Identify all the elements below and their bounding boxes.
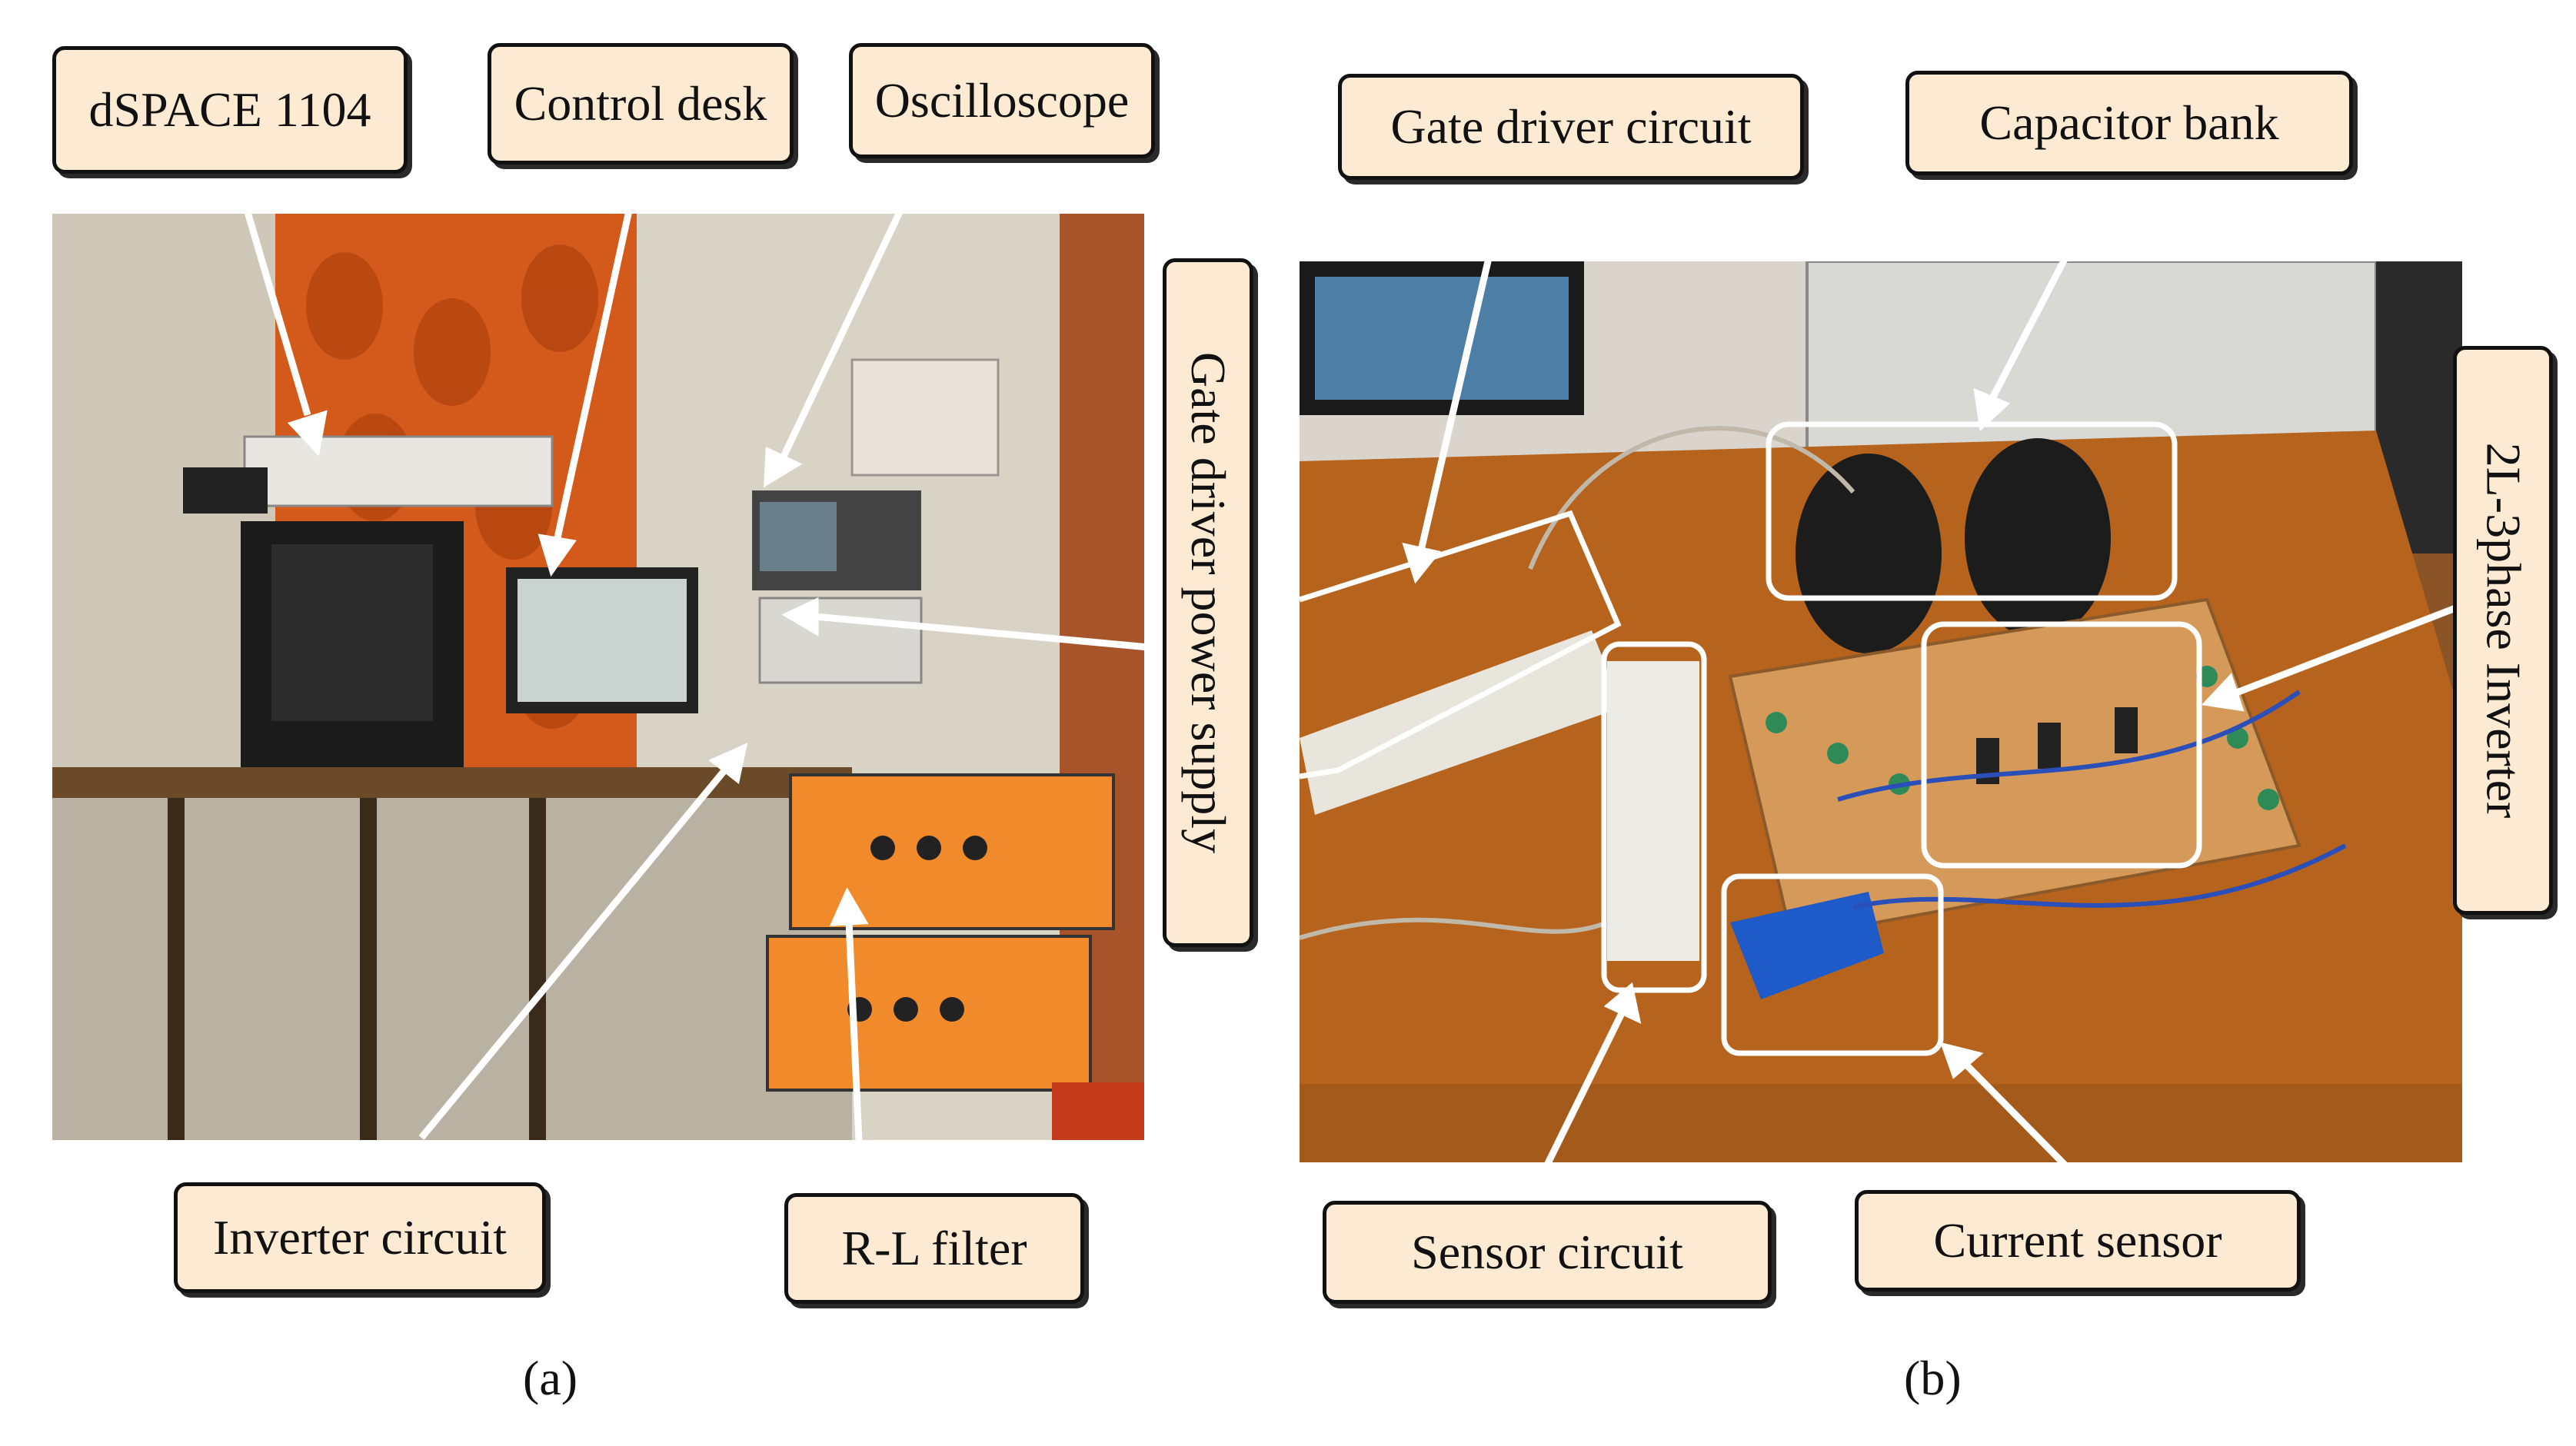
panel-label-a: (a) bbox=[523, 1351, 578, 1405]
label-dspace-1104: dSPACE 1104 bbox=[52, 46, 408, 174]
rl-filter-lower bbox=[766, 935, 1092, 1092]
label-current-sensor: Current sensor bbox=[1855, 1190, 2301, 1291]
label-oscilloscope: Oscilloscope bbox=[849, 43, 1155, 158]
sensor-breadboard bbox=[1607, 661, 1699, 961]
rl-filter-upper bbox=[789, 773, 1115, 930]
power-supply bbox=[758, 597, 923, 684]
label-2l-3phase-inverter: 2L-3phase Inverter bbox=[2453, 346, 2553, 915]
photo-inverter-bench bbox=[1300, 261, 2462, 1162]
table-top bbox=[52, 767, 852, 798]
label-inverter-circuit: Inverter circuit bbox=[174, 1182, 546, 1293]
inverter-bench-illustration bbox=[1300, 261, 2462, 1162]
label-control-desk: Control desk bbox=[488, 43, 794, 165]
label-rl-filter: R-L filter bbox=[784, 1193, 1084, 1304]
lab-setup-illustration bbox=[52, 214, 1144, 1140]
panel-label-b: (b) bbox=[1904, 1351, 1962, 1405]
label-capacitor-bank: Capacitor bank bbox=[1905, 71, 2353, 175]
photo-lab-setup bbox=[52, 214, 1144, 1140]
label-gate-driver-circuit: Gate driver circuit bbox=[1338, 74, 1804, 180]
label-gate-driver-power-supply: Gate driver power supply bbox=[1163, 258, 1253, 947]
dspace-box bbox=[243, 435, 554, 507]
label-sensor-circuit: Sensor circuit bbox=[1323, 1201, 1772, 1304]
